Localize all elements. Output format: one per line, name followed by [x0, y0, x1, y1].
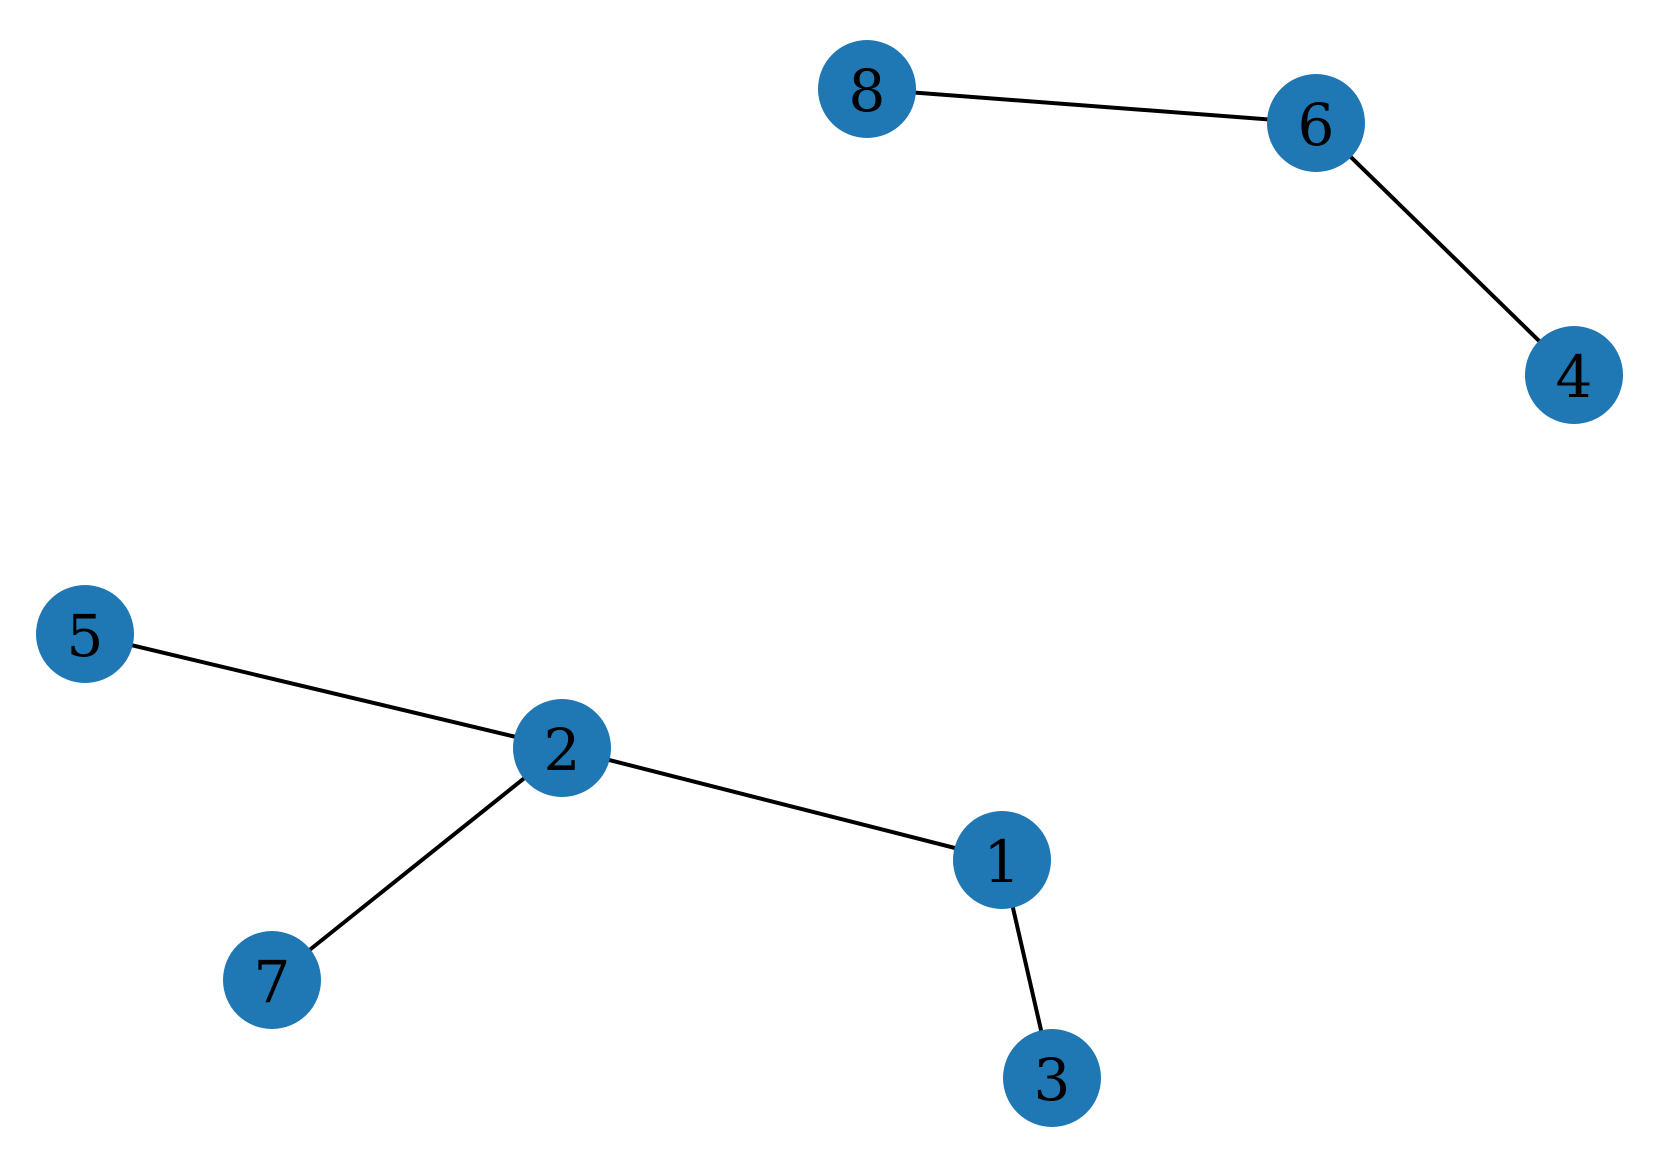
graph-node-circle-7[interactable]: [223, 931, 321, 1029]
graph-node-label-4: 4: [1556, 343, 1593, 411]
graph-node-circle-8[interactable]: [818, 40, 916, 138]
graph-node-label-3: 3: [1034, 1046, 1071, 1114]
graph-node-label-7: 7: [254, 948, 291, 1016]
graph-node-circle-2[interactable]: [513, 699, 611, 797]
graph-node-circle-6[interactable]: [1267, 74, 1365, 172]
graph-node-label-8: 8: [849, 57, 886, 125]
graph-node-8[interactable]: 8: [818, 40, 916, 138]
graph-node-4[interactable]: 4: [1525, 326, 1623, 424]
graph-edge-2-7: [270, 746, 564, 982]
graph-node-label-5: 5: [67, 602, 104, 670]
graph-node-circle-4[interactable]: [1525, 326, 1623, 424]
graph-node-6[interactable]: 6: [1267, 74, 1365, 172]
graph-node-5[interactable]: 5: [36, 585, 134, 683]
graph-node-label-2: 2: [544, 716, 581, 784]
graph-node-2[interactable]: 2: [513, 699, 611, 797]
graph-edge-2-1: [560, 746, 1004, 862]
graph-node-circle-5[interactable]: [36, 585, 134, 683]
edge-layer: [83, 87, 1576, 1080]
graph-edge-5-2: [83, 632, 564, 750]
graph-node-7[interactable]: 7: [223, 931, 321, 1029]
node-layer: 8 6 4 5 2 1 7 3: [36, 40, 1623, 1127]
graph-node-3[interactable]: 3: [1003, 1029, 1101, 1127]
graph-node-label-1: 1: [984, 828, 1021, 896]
graph-node-label-6: 6: [1298, 91, 1335, 159]
graph-edge-8-6: [865, 87, 1318, 125]
graph-node-1[interactable]: 1: [953, 811, 1051, 909]
graph-node-circle-3[interactable]: [1003, 1029, 1101, 1127]
graph-node-circle-1[interactable]: [953, 811, 1051, 909]
graph-edge-6-4: [1314, 121, 1576, 377]
